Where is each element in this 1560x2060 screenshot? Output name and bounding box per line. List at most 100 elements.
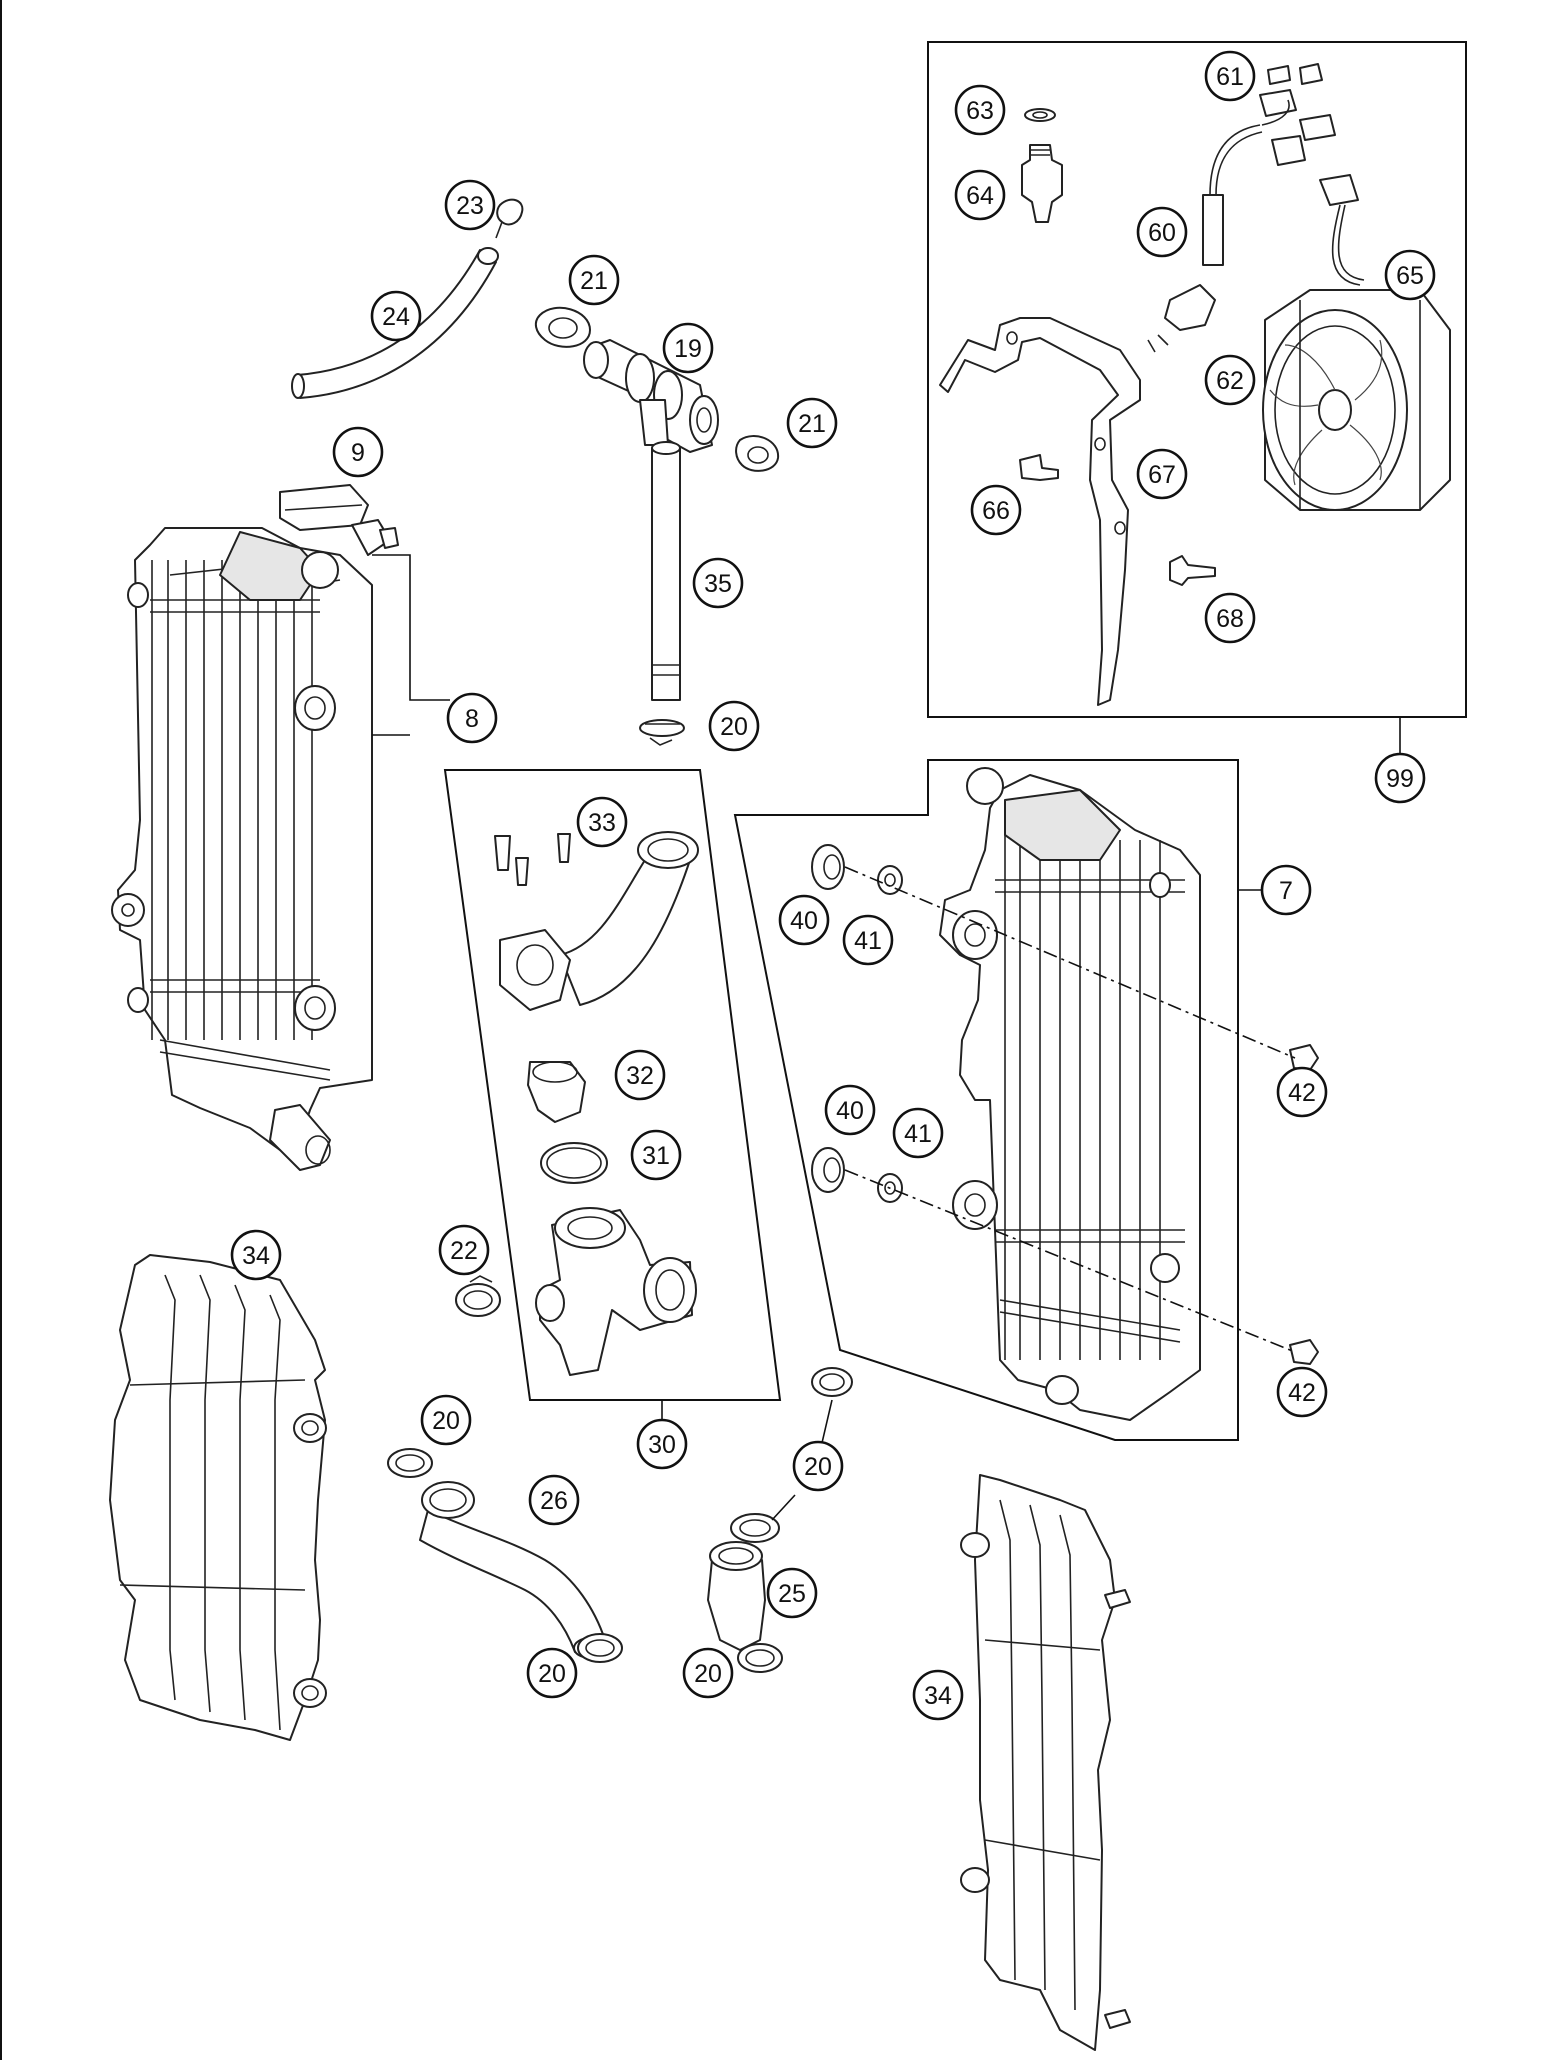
svg-text:21: 21 (580, 267, 608, 295)
thermostat-parts (494, 831, 699, 1376)
svg-text:66: 66 (982, 497, 1010, 525)
hose-clamp-20-26-top (387, 1448, 433, 1478)
hose-clamp-22 (455, 1275, 501, 1317)
svg-text:20: 20 (804, 1453, 832, 1481)
svg-text:20: 20 (720, 713, 748, 741)
callout-65: 65 (1384, 249, 1436, 301)
water-pipe (651, 441, 681, 701)
callout-42-upper: 42 (1276, 1066, 1328, 1118)
hose-clamp-21-right (735, 435, 780, 472)
svg-text:9: 9 (351, 439, 365, 467)
svg-text:20: 20 (432, 1407, 460, 1435)
callout-21-right: 21 (786, 397, 838, 449)
svg-text:7: 7 (1279, 877, 1293, 905)
bolt-42-upper (1289, 1044, 1319, 1071)
callout-40-upper: 40 (778, 894, 830, 946)
callout-21-left: 21 (568, 254, 620, 306)
hose-clamp-20-pipe (639, 719, 685, 746)
svg-text:40: 40 (790, 907, 818, 935)
callout-8: 8 (446, 692, 498, 744)
svg-text:61: 61 (1216, 63, 1244, 91)
grommet-40-lower (811, 1147, 845, 1193)
callout-23: 23 (444, 179, 496, 231)
svg-text:26: 26 (540, 1487, 568, 1515)
svg-text:40: 40 (836, 1097, 864, 1125)
callout-60: 60 (1136, 206, 1188, 258)
svg-text:67: 67 (1148, 461, 1176, 489)
callout-42-lower: 42 (1276, 1366, 1328, 1418)
svg-text:8: 8 (465, 705, 479, 733)
svg-text:64: 64 (966, 182, 994, 210)
right-shroud (960, 1474, 1131, 2051)
callout-22: 22 (438, 1224, 490, 1276)
callout-20-pipe: 20 (708, 700, 760, 752)
callout-20-standalone: 20 (792, 1440, 844, 1492)
svg-text:68: 68 (1216, 605, 1244, 633)
svg-text:30: 30 (648, 1431, 676, 1459)
right-radiator-frame (733, 759, 1239, 1441)
callout-61: 61 (1204, 50, 1256, 102)
callout-67: 67 (1136, 448, 1188, 500)
hose-clamp-20-25-top (730, 1513, 780, 1543)
svg-text:65: 65 (1396, 262, 1424, 290)
callout-20-hose26-bottom: 20 (526, 1647, 578, 1699)
svg-text:24: 24 (382, 303, 410, 331)
svg-text:41: 41 (854, 927, 882, 955)
bolt-42-lower (1289, 1339, 1319, 1365)
t-piece-connector (583, 339, 719, 453)
svg-text:34: 34 (924, 1682, 952, 1710)
callout-35: 35 (692, 557, 744, 609)
grommet-40-upper (811, 844, 845, 890)
callout-34-right: 34 (912, 1669, 964, 1721)
svg-text:23: 23 (456, 192, 484, 220)
overflow-hose (291, 247, 499, 399)
svg-text:99: 99 (1386, 765, 1414, 793)
callout-25: 25 (766, 1567, 818, 1619)
callout-34-left: 34 (230, 1229, 282, 1281)
left-radiator (111, 484, 399, 1171)
svg-text:19: 19 (674, 335, 702, 363)
callout-99: 99 (1374, 752, 1426, 804)
fan-assembly (939, 63, 1451, 706)
leader-8 (372, 554, 450, 701)
hose-clamp-20-26-bottom (577, 1633, 623, 1663)
svg-text:22: 22 (450, 1237, 478, 1265)
callout-63: 63 (954, 84, 1006, 136)
callout-20-hose25-bottom: 20 (682, 1647, 734, 1699)
svg-text:42: 42 (1288, 1079, 1316, 1107)
svg-text:20: 20 (694, 1660, 722, 1688)
svg-text:21: 21 (798, 410, 826, 438)
fan-group-frame (927, 41, 1467, 718)
callout-9: 9 (332, 426, 384, 478)
callout-40-lower: 40 (824, 1084, 876, 1136)
right-radiator (939, 767, 1201, 1421)
svg-text:25: 25 (778, 1580, 806, 1608)
callout-41-lower: 41 (892, 1107, 944, 1159)
svg-text:34: 34 (242, 1242, 270, 1270)
small-clamp (495, 198, 524, 239)
callout-20-hose26-top: 20 (420, 1394, 472, 1446)
callout-62: 62 (1204, 354, 1256, 406)
callout-31: 31 (630, 1129, 682, 1181)
callout-24: 24 (370, 290, 422, 342)
callout-7: 7 (1260, 864, 1312, 916)
svg-text:31: 31 (642, 1142, 670, 1170)
callout-30: 30 (636, 1418, 688, 1470)
thermostat-group-frame (443, 769, 782, 1401)
callout-26: 26 (528, 1474, 580, 1526)
hose-26 (419, 1481, 607, 1659)
svg-text:62: 62 (1216, 367, 1244, 395)
hose-clamp-21-left (534, 306, 591, 348)
callout-32: 32 (614, 1049, 666, 1101)
leader-20d-b (771, 1494, 796, 1521)
svg-text:20: 20 (538, 1660, 566, 1688)
hose-clamp-20-25-bottom (737, 1643, 783, 1673)
svg-text:41: 41 (904, 1120, 932, 1148)
svg-text:32: 32 (626, 1062, 654, 1090)
left-shroud (109, 1254, 327, 1741)
svg-text:33: 33 (588, 809, 616, 837)
callout-66: 66 (970, 484, 1022, 536)
callout-64: 64 (954, 169, 1006, 221)
callout-33: 33 (576, 796, 628, 848)
